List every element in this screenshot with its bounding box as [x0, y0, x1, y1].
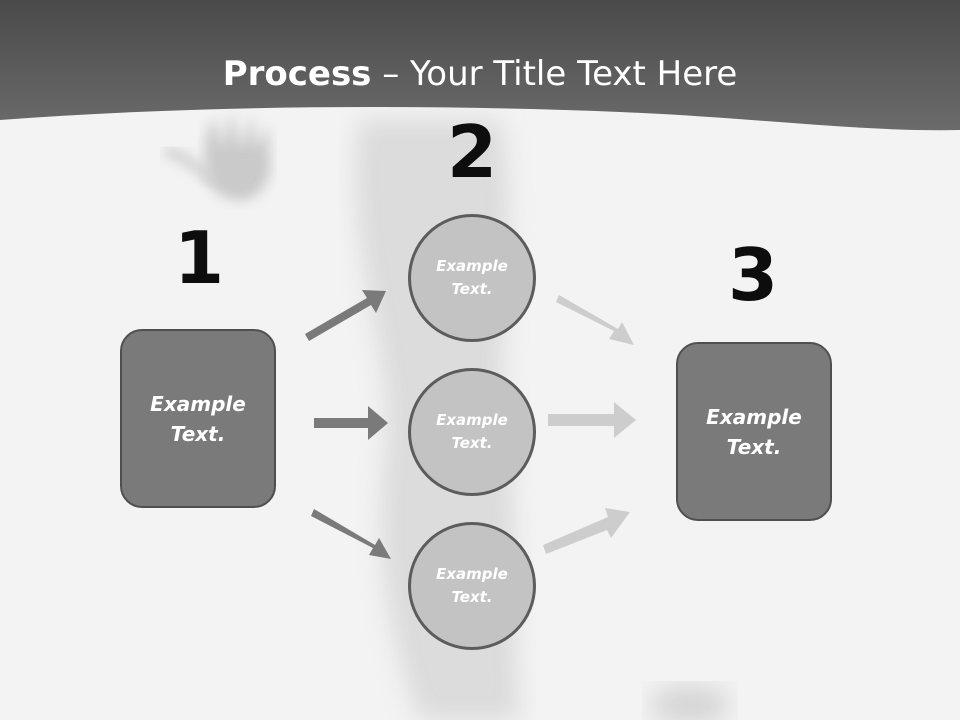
step-3-label: Example Text. [706, 404, 802, 459]
header-band [0, 0, 960, 131]
circle-middle-label: Example Text. [436, 411, 508, 452]
page-title: Process – Your Title Text Here [0, 52, 960, 96]
arrow-circle-top-to-box3 [556, 295, 634, 345]
step-number-2: 2 [446, 110, 498, 194]
step-1-box: Example Text. [120, 329, 276, 508]
step-number-1: 1 [173, 216, 225, 300]
circle-bottom-label: Example Text. [436, 565, 508, 606]
arrow-box1-to-circle-middle [314, 406, 388, 440]
step-number-3: 3 [727, 233, 779, 317]
arrow-box1-to-circle-top [305, 290, 386, 341]
step-2-circle-middle: Example Text. [408, 368, 536, 496]
arrow-box1-to-circle-bottom [311, 509, 391, 559]
step-2-circle-top: Example Text. [408, 214, 536, 342]
step-2-circle-bottom: Example Text. [408, 522, 536, 650]
arrow-circle-middle-to-box3 [548, 402, 636, 438]
arrow-circle-bottom-to-box3 [543, 508, 630, 554]
step-1-label: Example Text. [150, 391, 246, 446]
title-bold: Process [222, 54, 372, 94]
title-rest: – Your Title Text Here [371, 54, 738, 94]
step-3-box: Example Text. [676, 342, 832, 521]
circle-top-label: Example Text. [436, 257, 508, 298]
